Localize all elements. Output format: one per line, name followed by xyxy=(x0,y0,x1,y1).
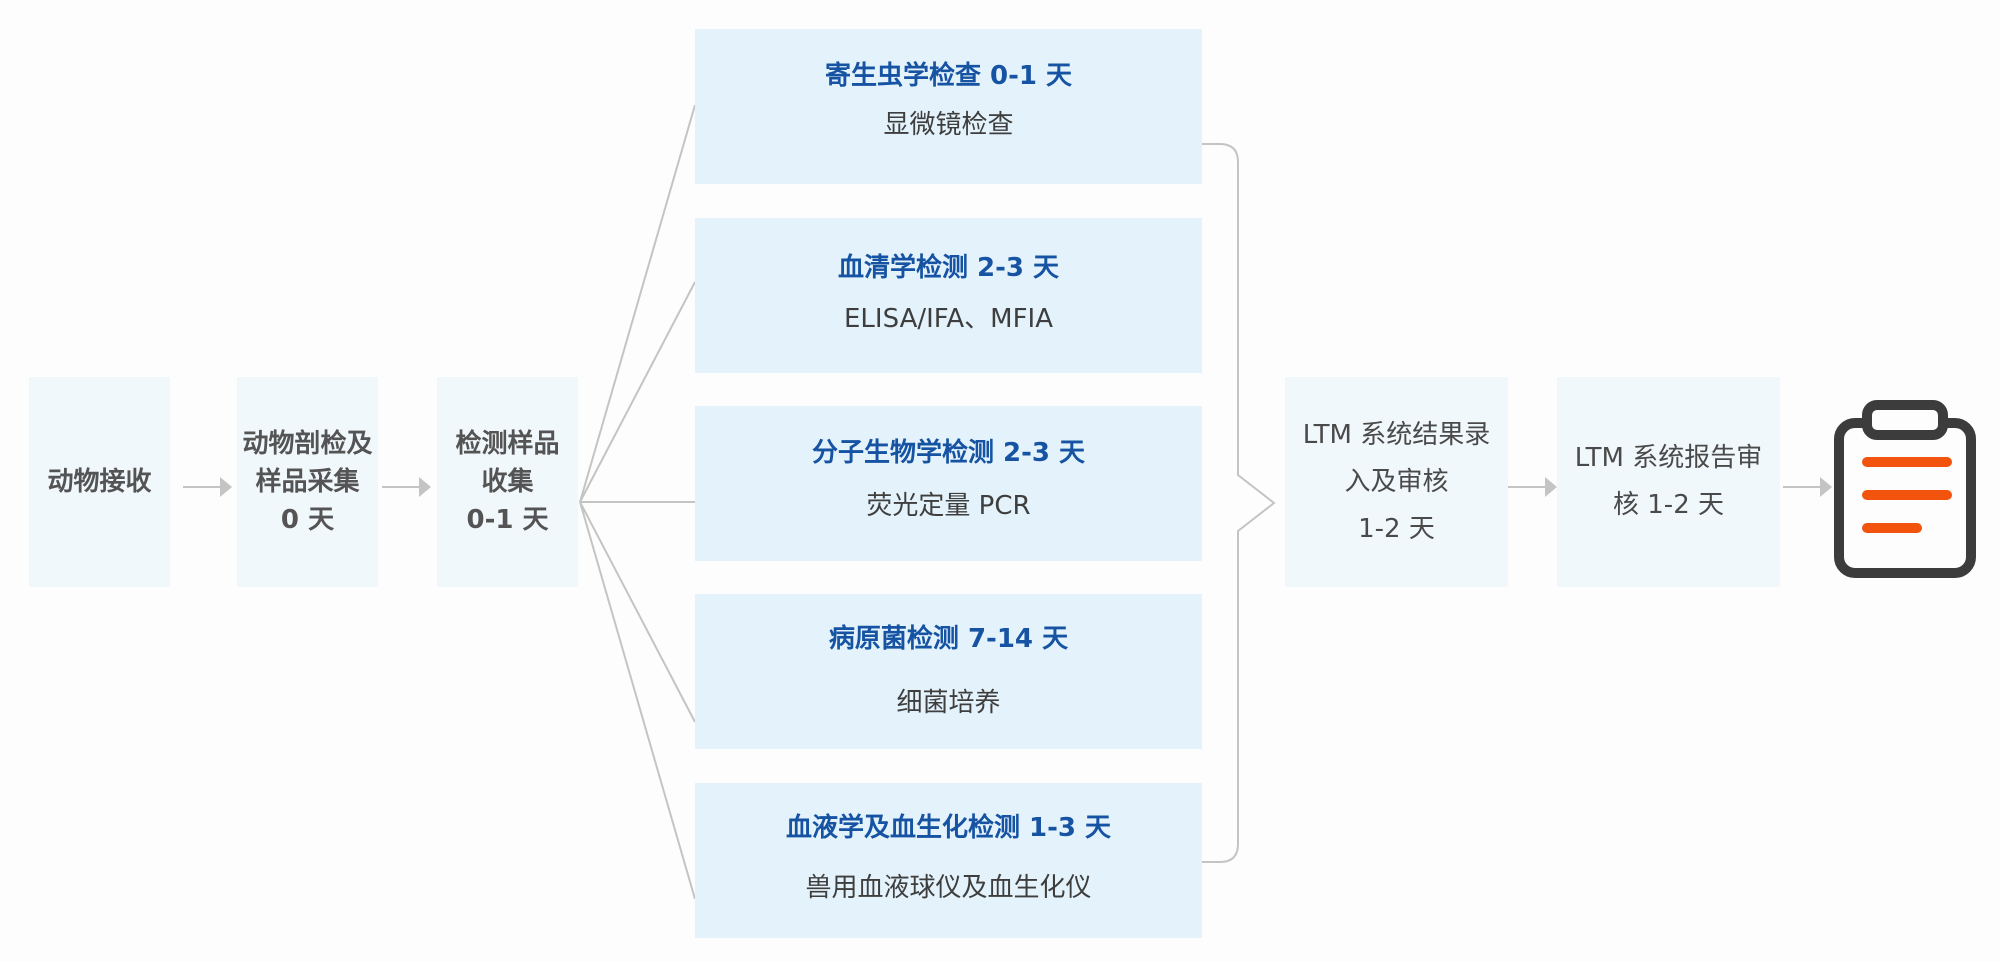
fan-line-5 xyxy=(579,501,696,900)
fan-line-1 xyxy=(579,104,696,503)
test-title: 血液学及血生化检测 1-3 天 xyxy=(785,813,1112,843)
test-box-parasitology: 寄生虫学检查 0-1 天 显微镜检查 xyxy=(695,29,1202,184)
test-method: 兽用血液球仪及血生化仪 xyxy=(805,873,1092,903)
test-box-molecular: 分子生物学检测 2-3 天 荧光定量 PCR xyxy=(695,406,1202,561)
step-animal-receive: 动物接收 xyxy=(29,377,170,587)
step-ltm-entry-line-2: 入及审核 xyxy=(1344,466,1449,497)
clipboard-report-icon xyxy=(1834,400,1976,578)
merge-brace xyxy=(1202,143,1276,863)
step-dissect-sample: 动物剖检及 样品采集 0 天 xyxy=(237,377,378,587)
arrowhead-4 xyxy=(1820,477,1832,497)
test-method: ELISA/IFA、MFIA xyxy=(844,304,1053,334)
step-dissect-line-3: 0 天 xyxy=(280,505,335,535)
step-collect-line-2: 收集 xyxy=(481,467,534,497)
step-ltm-entry: LTM 系统结果录 入及审核 1-2 天 xyxy=(1285,377,1508,587)
step-ltm-entry-line-1: LTM 系统结果录 xyxy=(1302,419,1491,450)
fan-line-2 xyxy=(579,281,696,503)
arrowhead-1 xyxy=(220,477,232,497)
step-dissect-line-1: 动物剖检及 xyxy=(242,429,373,459)
step-dissect-line-2: 样品采集 xyxy=(255,467,360,497)
test-box-hematology: 血液学及血生化检测 1-3 天 兽用血液球仪及血生化仪 xyxy=(695,783,1202,938)
fan-line-4 xyxy=(579,501,696,723)
test-title: 寄生虫学检查 0-1 天 xyxy=(824,61,1073,91)
arrowhead-2 xyxy=(419,477,431,497)
step-ltm-report-line-2: 核 1-2 天 xyxy=(1613,490,1724,520)
step-collect-line-1: 检测样品 xyxy=(455,429,560,459)
step-animal-receive-label: 动物接收 xyxy=(47,467,152,497)
step-ltm-report-line-1: LTM 系统报告审 xyxy=(1574,443,1763,473)
arrowhead-3 xyxy=(1545,477,1557,497)
test-method: 显微镜检查 xyxy=(883,110,1014,140)
test-title: 病原菌检测 7-14 天 xyxy=(828,624,1069,654)
step-collect-line-3: 0-1 天 xyxy=(466,505,549,535)
test-box-pathogen: 病原菌检测 7-14 天 细菌培养 xyxy=(695,594,1202,749)
test-method: 荧光定量 PCR xyxy=(866,491,1031,521)
step-collect-samples: 检测样品 收集 0-1 天 xyxy=(437,377,578,587)
step-ltm-entry-line-3: 1-2 天 xyxy=(1358,513,1435,544)
test-title: 血清学检测 2-3 天 xyxy=(837,253,1060,283)
test-title: 分子生物学检测 2-3 天 xyxy=(811,438,1086,468)
step-ltm-report: LTM 系统报告审 核 1-2 天 xyxy=(1557,377,1780,587)
test-box-serology: 血清学检测 2-3 天 ELISA/IFA、MFIA xyxy=(695,218,1202,373)
test-method: 细菌培养 xyxy=(896,688,1001,718)
